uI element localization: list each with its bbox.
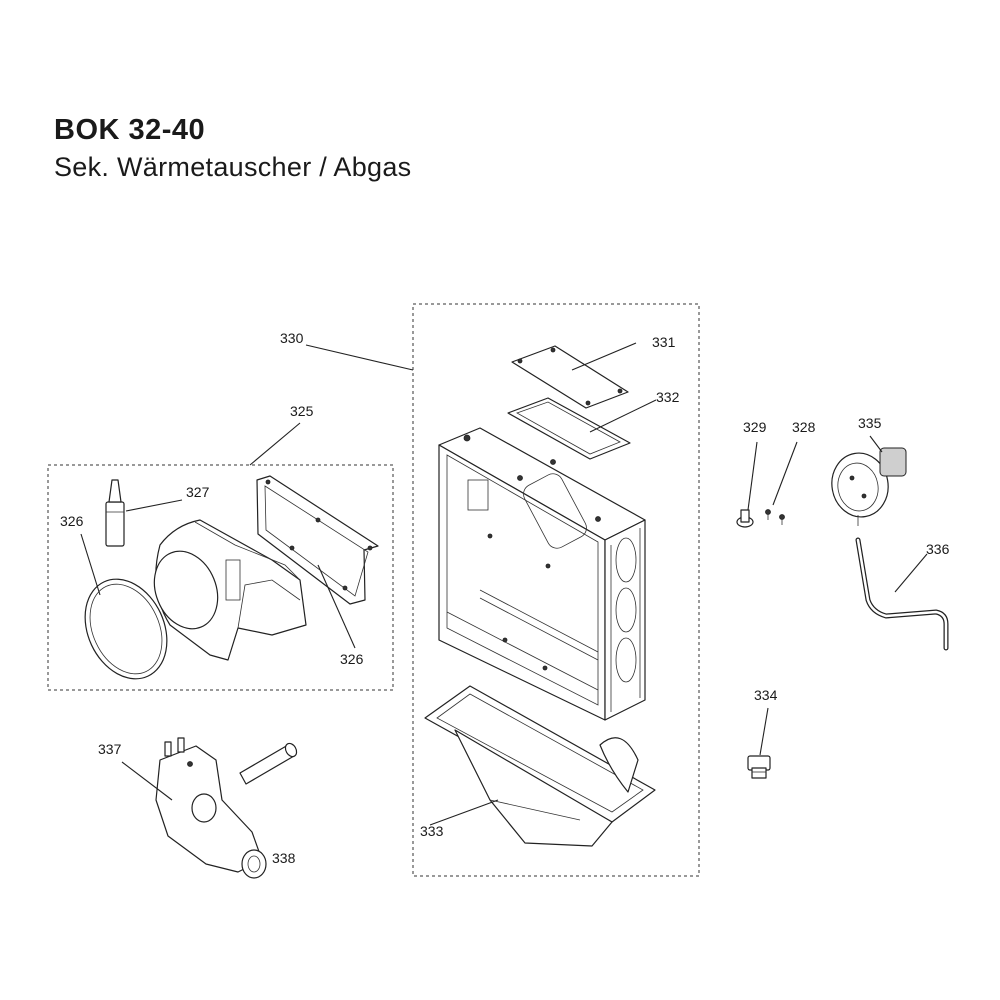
part-334-screw-plug: [747, 755, 771, 779]
part-333-condensate-tray: [424, 685, 656, 847]
part-338-tube: [239, 742, 298, 785]
callout-335: 335: [858, 415, 882, 431]
part-326-gasket-plate: [256, 475, 379, 605]
leader-325: [249, 422, 301, 466]
callout-328: 328: [792, 419, 816, 435]
part-336-hose: [855, 537, 949, 651]
leader-337: [121, 761, 173, 801]
leader-333: [429, 799, 499, 826]
part-332-gasket: [507, 397, 631, 460]
part-328-screws: [765, 509, 785, 525]
part-329-plug: [736, 509, 754, 528]
leader-326-right: [317, 564, 356, 649]
diagram-title: BOK 32-40: [54, 114, 206, 146]
callout-332: 332: [656, 389, 680, 405]
part-327-lubricant-tube: [105, 479, 125, 547]
leader-332: [589, 399, 657, 433]
callout-331: 331: [652, 334, 676, 350]
part-330-heat-exchanger: [438, 427, 646, 721]
part-337-connection-piece: [155, 737, 267, 879]
leader-335: [869, 435, 883, 453]
callout-333: 333: [420, 823, 444, 839]
part-325-flue-adapter: [153, 519, 307, 661]
callout-325: 325: [290, 403, 314, 419]
callout-338: 338: [272, 850, 296, 866]
leader-327: [125, 499, 183, 512]
part-335-pressure-switch: [831, 447, 907, 526]
diagram-subtitle: Sek. Wärmetauscher / Abgas: [54, 152, 412, 182]
callout-336: 336: [926, 541, 950, 557]
group-box-330: [412, 303, 700, 877]
leader-331: [571, 342, 637, 371]
callout-334: 334: [754, 687, 778, 703]
leader-326-left: [80, 533, 101, 596]
leader-328: [772, 441, 798, 506]
part-326-o-ring: [84, 578, 168, 680]
callout-329: 329: [743, 419, 767, 435]
leader-336: [894, 553, 928, 593]
callout-327: 327: [186, 484, 210, 500]
leader-334: [759, 707, 769, 756]
leader-330: [305, 344, 414, 371]
group-box-325: [47, 464, 394, 691]
part-331-cover-plate: [511, 345, 629, 409]
callout-330: 330: [280, 330, 304, 346]
callout-326-left: 326: [60, 513, 84, 529]
callout-337: 337: [98, 741, 122, 757]
callout-326-right: 326: [340, 651, 364, 667]
leader-329: [747, 441, 758, 511]
